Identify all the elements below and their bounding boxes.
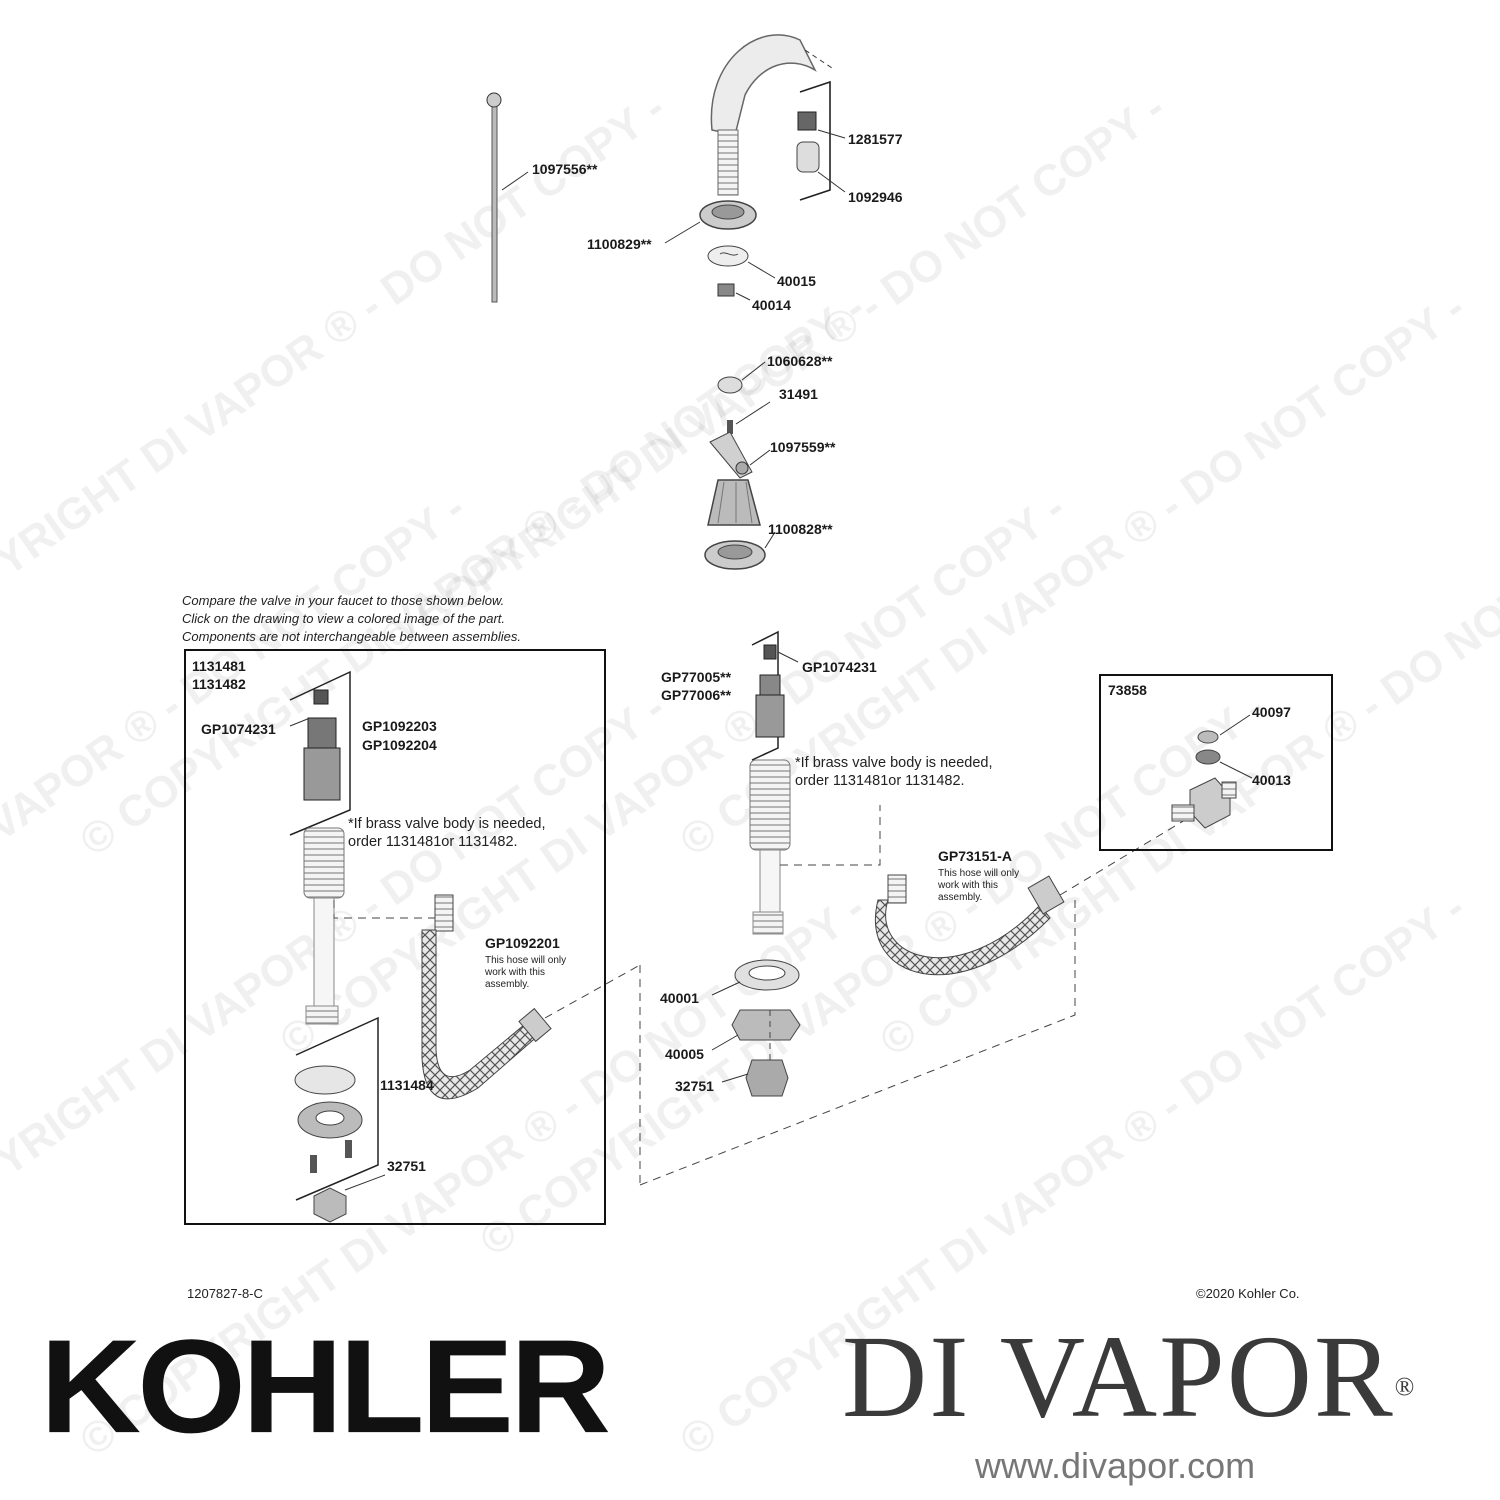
- compare-note-line2: Click on the drawing to view a colored i…: [182, 611, 506, 626]
- brass-note-right-line2: order 1131481or 1131482.: [795, 773, 965, 789]
- label-1097556: 1097556**: [532, 161, 598, 177]
- label-gp1074231-right: GP1074231: [802, 659, 877, 675]
- label-1097559: 1097559**: [770, 439, 836, 455]
- label-32751-right: 32751: [675, 1078, 714, 1094]
- center-valve-body: [749, 759, 881, 935]
- label-1281577: 1281577: [848, 131, 903, 147]
- label-40013: 40013: [1252, 772, 1291, 788]
- center-cartridge: [751, 630, 799, 761]
- center-mount-hardware: [639, 895, 1076, 1186]
- hose-note-left: This hose will only work with this assem…: [485, 955, 567, 990]
- label-gp1074231-left: GP1074231: [201, 721, 276, 737]
- brass-note-left-line1: *If brass valve body is needed,: [348, 816, 546, 832]
- label-40097: 40097: [1252, 704, 1291, 720]
- label-1100828: 1100828**: [768, 521, 833, 537]
- spout: [710, 34, 836, 196]
- aerator-bracket: [796, 80, 846, 201]
- label-1100829: 1100829**: [587, 236, 652, 252]
- right-box: [1099, 674, 1333, 851]
- label-1131484: 1131484: [380, 1077, 434, 1093]
- handle-assembly: [704, 361, 776, 570]
- lift-rod: [486, 92, 529, 303]
- label-31491: 31491: [779, 386, 818, 402]
- label-1092946: 1092946: [848, 189, 903, 205]
- divapor-logo-text: DI VAPOR: [842, 1311, 1395, 1442]
- brass-note-left-line2: order 1131481or 1131482.: [348, 834, 518, 850]
- right-hose: [875, 819, 1186, 976]
- label-1131482-left: 1131482: [192, 676, 246, 692]
- brass-note-right-line1: *If brass valve body is needed,: [795, 755, 993, 771]
- label-gp1092204: GP1092204: [362, 737, 437, 753]
- divapor-url: www.divapor.com: [975, 1445, 1256, 1486]
- left-cartridge: [289, 670, 351, 836]
- label-40014: 40014: [752, 297, 791, 313]
- compare-note-line3: Components are not interchangeable betwe…: [182, 629, 521, 644]
- label-1060628: 1060628**: [767, 353, 833, 369]
- label-40001: 40001: [660, 990, 699, 1006]
- divapor-logo: DI VAPOR®: [842, 1318, 1416, 1436]
- label-gp73151-a: GP73151-A: [938, 848, 1012, 864]
- document-number: 1207827-8-C: [187, 1286, 263, 1301]
- copyright-text: ©2020 Kohler Co.: [1196, 1286, 1300, 1301]
- spout-base-parts: [664, 200, 776, 301]
- label-32751-left: 32751: [387, 1158, 426, 1174]
- label-1131481-left: 1131481: [192, 658, 246, 674]
- tee-fitting: [1171, 714, 1253, 829]
- kohler-logo: KOHLER: [40, 1311, 611, 1461]
- hose-note-right: This hose will only work with this assem…: [938, 868, 1020, 903]
- left-mount-hardware: [294, 1016, 386, 1223]
- left-valve-box: [184, 649, 606, 1225]
- registered-mark: ®: [1394, 1372, 1417, 1401]
- label-73858: 73858: [1108, 682, 1147, 698]
- compare-note-line1: Compare the valve in your faucet to thos…: [182, 593, 505, 608]
- label-gp1092201: GP1092201: [485, 935, 560, 951]
- left-hose: [421, 894, 641, 1185]
- label-40005: 40005: [665, 1046, 704, 1062]
- label-gp1092203: GP1092203: [362, 718, 437, 734]
- left-valve-body: [303, 827, 441, 1025]
- label-gp77006: GP77006**: [661, 687, 732, 703]
- label-gp77005: GP77005**: [661, 669, 732, 685]
- label-40015: 40015: [777, 273, 816, 289]
